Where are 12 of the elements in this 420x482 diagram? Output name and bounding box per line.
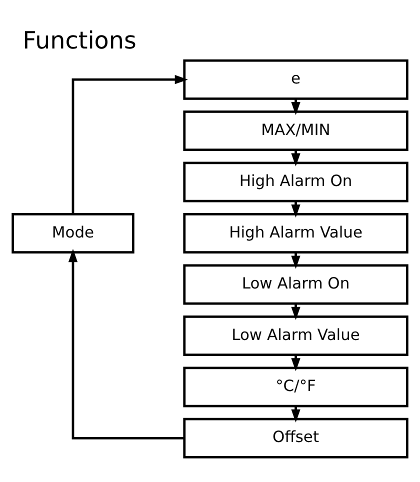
node-box: °C/°F (183, 366, 408, 408)
node-box: Low Alarm Value (183, 315, 408, 356)
arrow (72, 74, 188, 214)
node-box: Mode (12, 213, 134, 254)
node-box: e (183, 59, 408, 100)
node-box: High Alarm On (183, 162, 408, 202)
arrow (68, 248, 184, 440)
node-box: High Alarm Value (183, 213, 408, 254)
node-box: MAX/MIN (183, 110, 408, 152)
diagram-title: Functions (22, 26, 136, 55)
node-box: Offset (183, 418, 408, 458)
node-box: Low Alarm On (183, 264, 408, 305)
